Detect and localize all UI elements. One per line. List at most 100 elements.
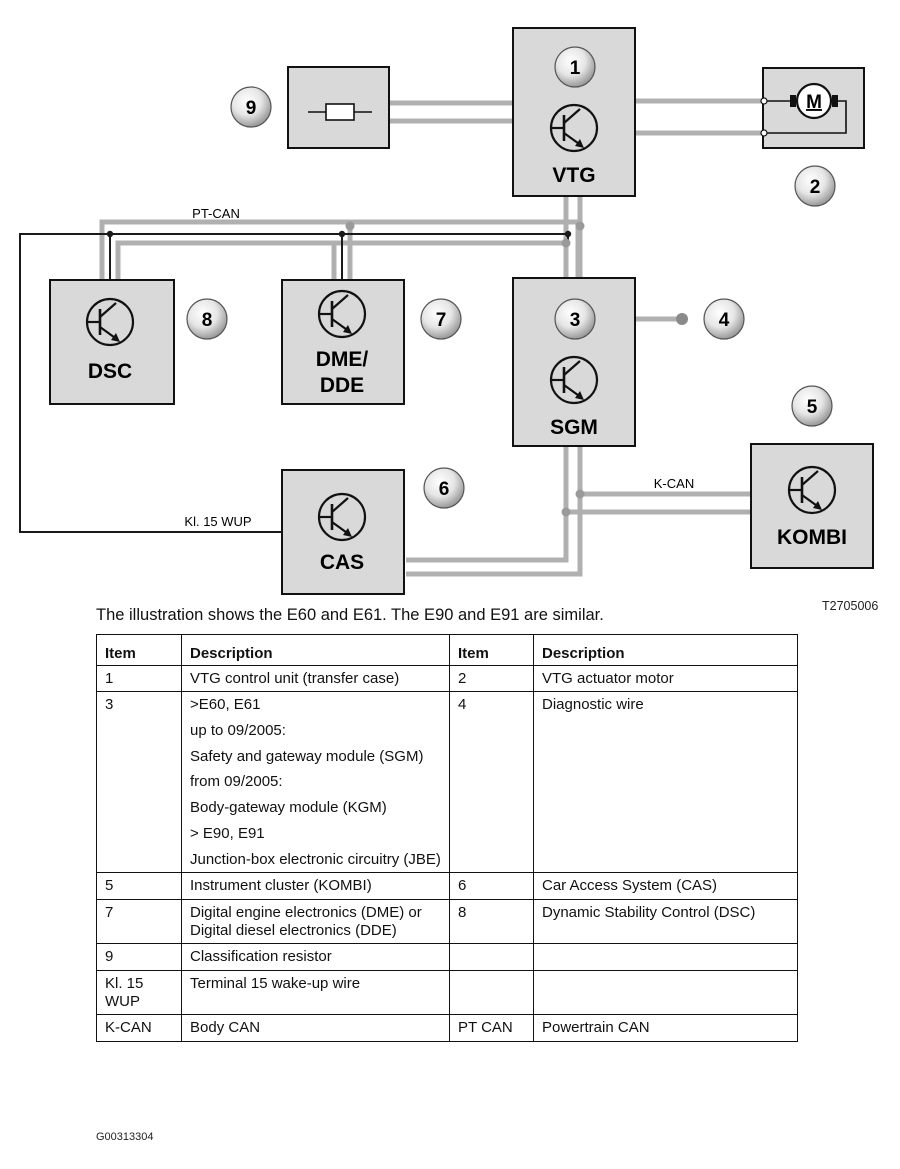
table-row: 3 >E60, E61 up to 09/2005: Safety and gatew… (96, 691, 798, 874)
description-cell: Diagnostic wire (533, 691, 798, 874)
description-line: from 09/2005: (190, 773, 283, 791)
callout-2: 2 (794, 165, 836, 207)
item-cell: 3 (96, 691, 182, 874)
bus-label-pt-can: PT-CAN (192, 206, 240, 221)
callout-1: 1 (554, 46, 596, 88)
description-cell: Body CAN (181, 1014, 450, 1042)
junction-dots (106, 230, 572, 238)
callout-7: 7 (420, 298, 462, 340)
description-line: >E60, E61 (190, 696, 261, 714)
description-line: Safety and gateway module (SGM) (190, 747, 424, 765)
callout-6: 6 (423, 467, 465, 509)
description-cell (533, 943, 798, 971)
description-line: Body-gateway module (KGM) (190, 799, 387, 817)
item-cell (449, 943, 534, 971)
callout-4: 4 (703, 298, 745, 340)
description-cell: Instrument cluster (KOMBI) (181, 872, 450, 900)
description-cell: >E60, E61 up to 09/2005: Safety and gatewa… (181, 691, 450, 874)
callout-number: 9 (246, 98, 257, 119)
module-motor-box: M (760, 67, 865, 149)
module-label-dme: DME/ (316, 348, 369, 371)
description-line: Diagnostic wire (542, 696, 644, 714)
table-row: Kl. 15 WUP Terminal 15 wake-up wire (96, 969, 798, 1016)
callout-3: 3 (554, 298, 596, 340)
description-line: > E90, E91 (190, 824, 265, 842)
module-label-dsc: DSC (88, 360, 132, 383)
header-item-2: Item (449, 634, 534, 666)
description-cell: Dynamic Stability Control (DSC) (533, 898, 798, 945)
description-line: Dynamic Stability Control (DSC) (542, 903, 756, 921)
item-cell: Kl. 15 WUP (96, 969, 182, 1016)
legend-header-row: Item Description Item Description (96, 634, 798, 666)
description-line: Classification resistor (190, 948, 332, 966)
figure-caption: The illustration shows the E60 and E61. … (96, 606, 604, 624)
description-cell: VTG actuator motor (533, 664, 798, 693)
description-cell: VTG control unit (transfer case) (181, 664, 450, 693)
bus-label-k-can: K-CAN (654, 476, 694, 491)
table-row: 1 VTG control unit (transfer case) 2 VTG ac… (96, 664, 798, 693)
description-cell: Car Access System (CAS) (533, 872, 798, 900)
description-line: Terminal 15 wake-up wire (190, 974, 361, 992)
resistor-icon (308, 103, 372, 121)
callout-number: 5 (807, 397, 818, 418)
module-dme-dde: DME/ DDE (281, 279, 405, 405)
legend-table: Item Description Item Description 1 VTG c… (96, 634, 798, 1042)
table-row: 9 Classification resistor (96, 943, 798, 971)
motor-label: M (806, 92, 822, 113)
description-line: VTG actuator motor (542, 669, 674, 687)
item-cell: 9 (96, 943, 182, 971)
description-cell (533, 969, 798, 1016)
header-description-2: Description (533, 634, 798, 666)
gray-junction-dots (345, 221, 688, 517)
item-cell: 4 (449, 691, 534, 874)
callout-number: 1 (570, 58, 581, 79)
description-line: Junction-box electronic circuitry (JBE) (190, 850, 441, 868)
wiring-diagram: VTG M DSC DME/ DDE SGM KOMBI (19, 27, 874, 595)
callout-8: 8 (186, 298, 228, 340)
item-cell: 1 (96, 664, 182, 693)
callout-number: 6 (439, 479, 450, 500)
description-line: up to 09/2005: (190, 722, 286, 740)
module-label-vtg: VTG (552, 164, 595, 187)
callout-number: 4 (719, 310, 730, 331)
pt-can-bus (99, 196, 583, 280)
motor-icon: M (760, 82, 847, 137)
description-line: Powertrain CAN (542, 1019, 650, 1037)
item-cell: PT CAN (449, 1014, 534, 1042)
callout-9: 9 (230, 86, 272, 128)
description-line: Car Access System (CAS) (542, 877, 718, 895)
module-label-sgm: SGM (550, 416, 598, 439)
legend-body: 1 VTG control unit (transfer case) 2 VTG ac… (96, 664, 798, 1042)
vtg-connections (388, 98, 764, 136)
figure-code: T2705006 (822, 599, 879, 613)
item-cell: 8 (449, 898, 534, 945)
description-line: Digital engine electronics (DME) or Digi… (190, 903, 422, 939)
description-cell: Classification resistor (181, 943, 450, 971)
module-cas: CAS (281, 469, 405, 595)
header-description-1: Description (181, 634, 450, 666)
item-cell: 5 (96, 872, 182, 900)
bus-label-kl15: Kl. 15 WUP (184, 514, 251, 529)
item-cell: 7 (96, 898, 182, 945)
module-label-cas: CAS (320, 551, 364, 574)
description-cell: Digital engine electronics (DME) or Digi… (181, 898, 450, 945)
module-label-dde: DDE (320, 374, 364, 397)
callout-5: 5 (791, 385, 833, 427)
callout-number: 2 (810, 177, 821, 198)
callouts: 1 2 3 4 5 6 7 8 9 (186, 46, 836, 509)
k-can-bus (406, 316, 752, 577)
item-cell (449, 969, 534, 1016)
item-cell: 2 (449, 664, 534, 693)
description-cell: Powertrain CAN (533, 1014, 798, 1042)
description-line: VTG control unit (transfer case) (190, 669, 400, 687)
callout-number: 8 (202, 310, 213, 331)
module-resistor-box (287, 66, 390, 149)
callout-number: 7 (436, 310, 447, 331)
description-line: Body CAN (190, 1019, 261, 1037)
module-dsc: DSC (49, 279, 175, 405)
description-cell: Terminal 15 wake-up wire (181, 969, 450, 1016)
header-item-1: Item (96, 634, 182, 666)
